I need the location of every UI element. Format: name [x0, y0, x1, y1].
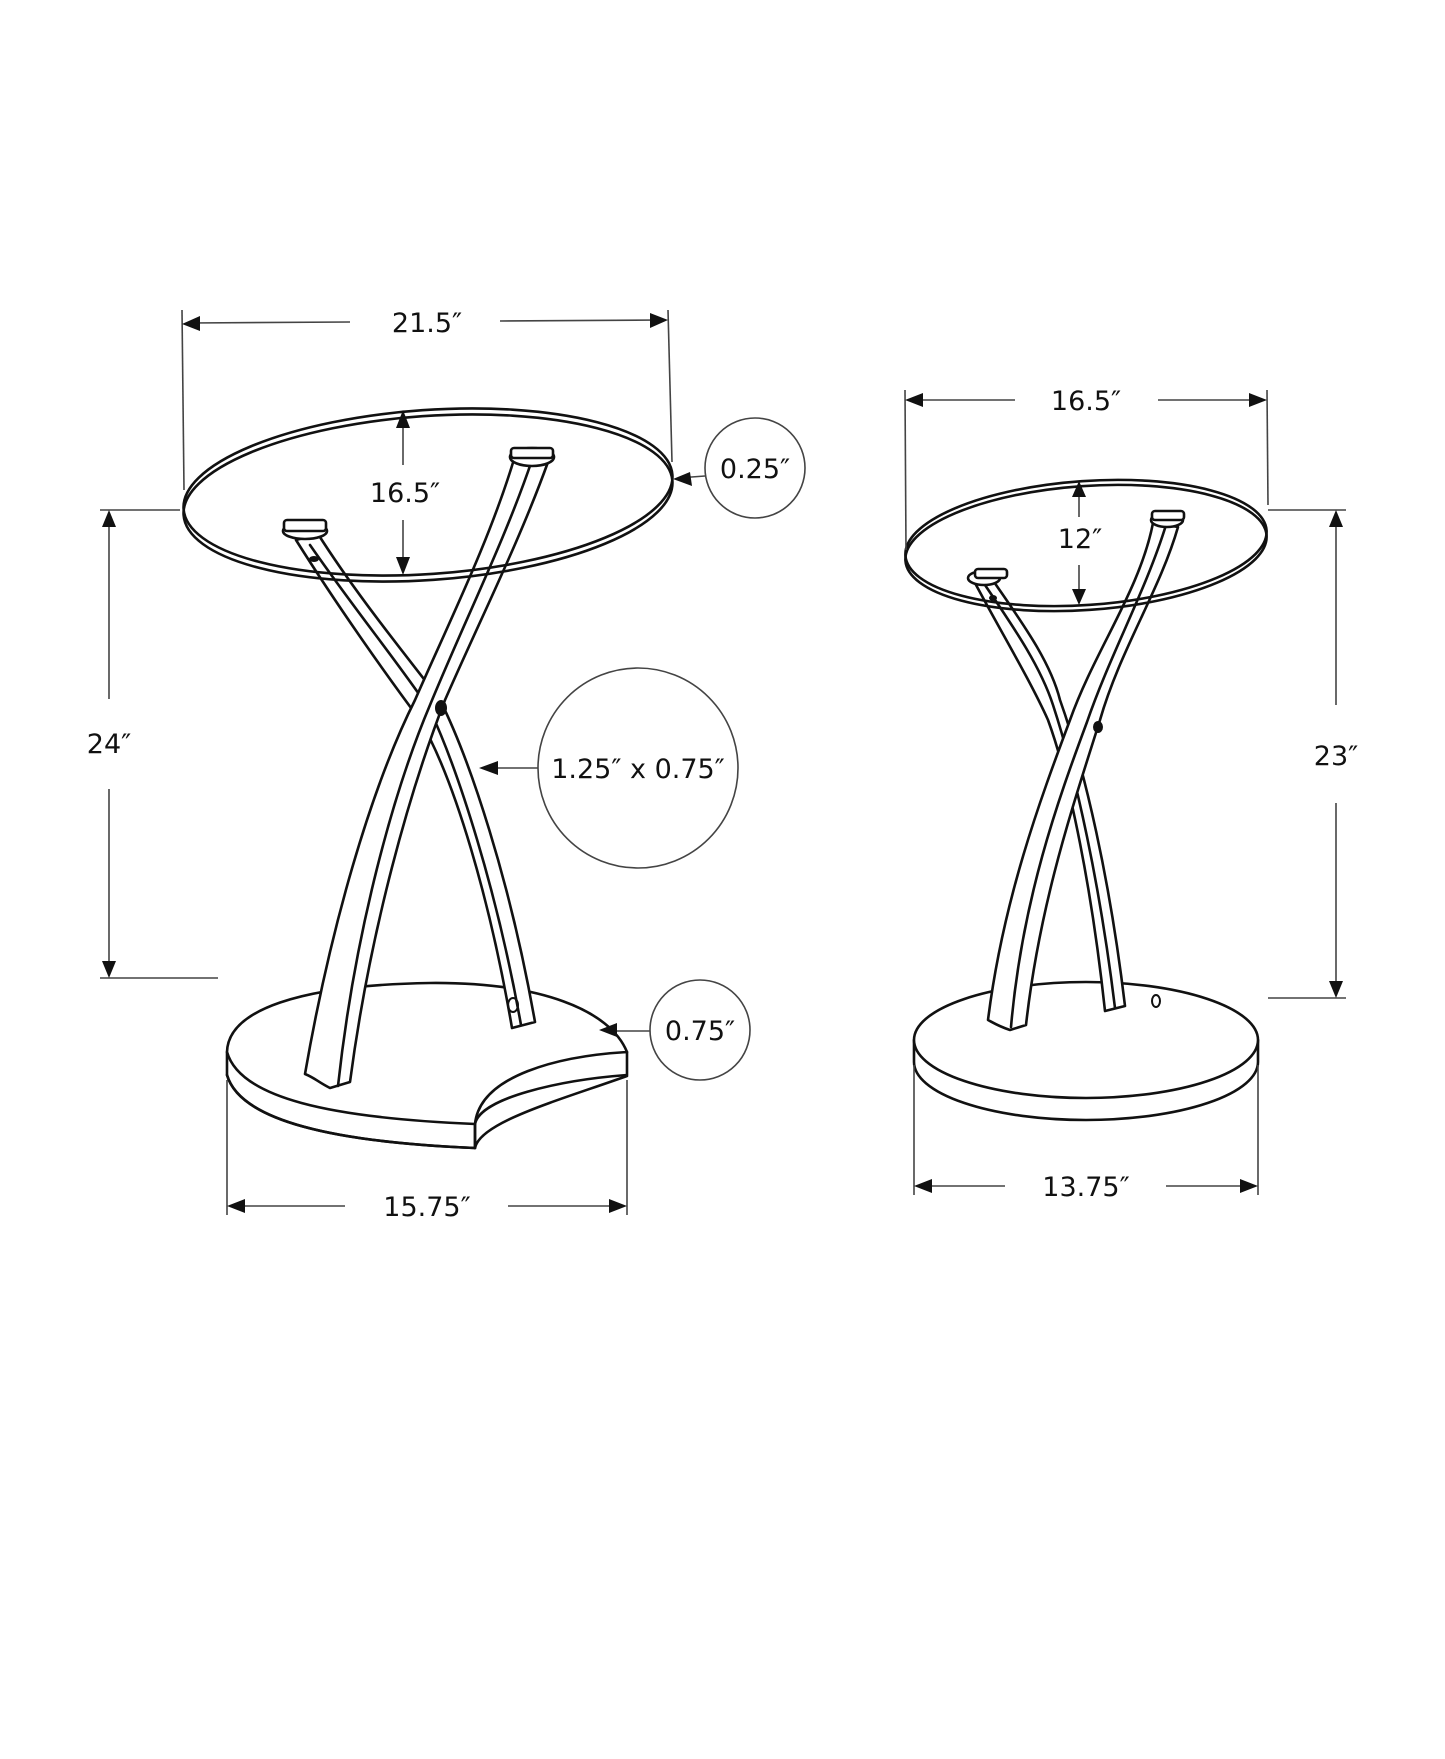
leg-section-callout: 1.25″ x 0.75″	[551, 754, 725, 785]
large-table-callouts: 0.25″ 1.25″ x 0.75″ 0.75″	[479, 417, 806, 1081]
small-table-dimensions: 16.5″ 12″ 23″ 13.75″	[904, 386, 1358, 1203]
small-top-depth-label: 12″	[1058, 524, 1102, 555]
large-table-top	[182, 407, 674, 583]
large-table-legs	[281, 446, 556, 1090]
small-top-width-label: 16.5″	[1051, 386, 1121, 417]
large-table: 21.5″ 16.5″ 24″ 15.75″	[87, 308, 806, 1223]
small-table: 16.5″ 12″ 23″ 13.75″	[904, 386, 1358, 1203]
small-base-width-label: 13.75″	[1042, 1172, 1129, 1203]
large-table-dimensions: 21.5″ 16.5″ 24″ 15.75″	[87, 308, 673, 1223]
large-table-base	[225, 981, 629, 1150]
top-thickness-callout: 0.25″	[720, 454, 790, 485]
small-table-legs	[966, 509, 1186, 1032]
large-top-width-label: 21.5″	[392, 308, 462, 339]
large-top-depth-label: 16.5″	[370, 478, 440, 509]
small-table-top	[904, 478, 1268, 613]
small-table-base	[912, 980, 1260, 1122]
large-base-width-label: 15.75″	[383, 1192, 470, 1223]
small-height-label: 23″	[1314, 741, 1358, 772]
large-height-label: 24″	[87, 729, 131, 760]
base-thickness-callout: 0.75″	[665, 1016, 735, 1047]
